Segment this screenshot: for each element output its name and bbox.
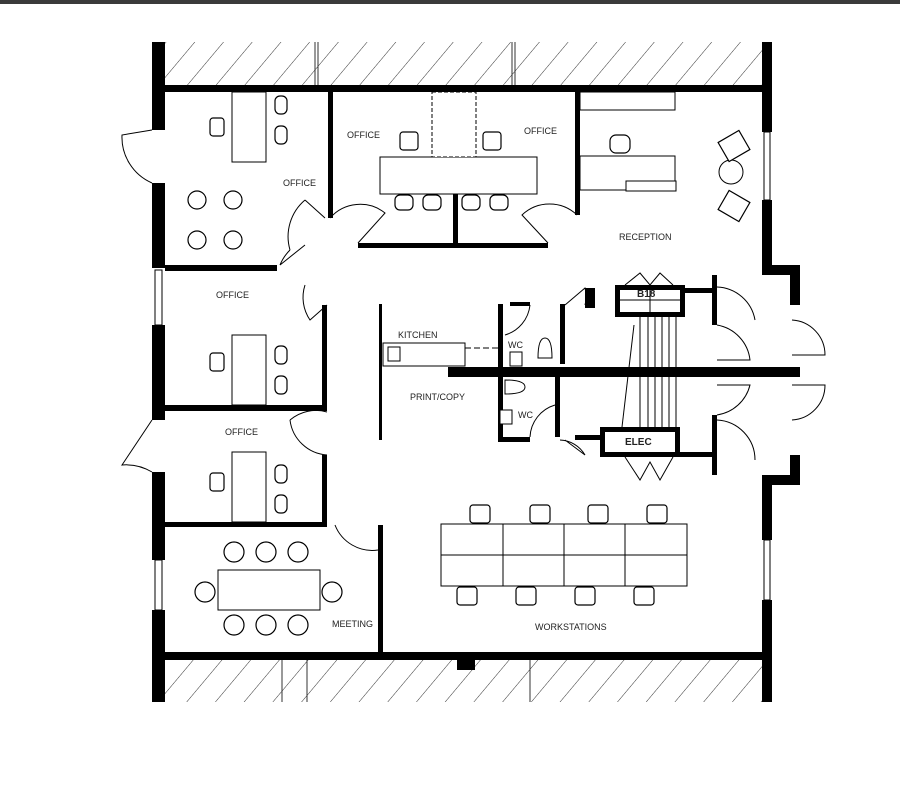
toilet [504, 379, 526, 395]
chair [609, 134, 631, 154]
room-label: OFFICE [524, 126, 557, 136]
room-label: ELEC [625, 437, 652, 448]
desk [231, 334, 267, 406]
furniture [217, 91, 744, 611]
kitchen-counter [382, 342, 466, 367]
windows [154, 131, 771, 611]
desk [379, 156, 538, 195]
wc-sink [499, 409, 513, 425]
room-label: RECEPTION [619, 232, 672, 242]
chair [399, 131, 419, 151]
chair [482, 131, 502, 151]
room-label: MEETING [332, 619, 373, 629]
chair [489, 194, 509, 211]
room-label: WC [508, 340, 523, 350]
side-table [718, 159, 744, 185]
sink [387, 346, 401, 362]
chair [274, 464, 288, 484]
chairs [187, 95, 751, 636]
desk [231, 451, 267, 523]
room-label: OFFICE [225, 427, 258, 437]
chair [394, 194, 414, 211]
doors[interactable] [121, 129, 826, 551]
room-label: WORKSTATIONS [535, 622, 607, 632]
storage [431, 91, 477, 158]
room-label: PRINT/COPY [410, 392, 465, 402]
stairs [620, 290, 680, 428]
chair [209, 117, 225, 137]
room-label: OFFICE [347, 130, 380, 140]
meeting-table [217, 569, 321, 611]
chair [274, 125, 288, 145]
chair [461, 194, 481, 211]
chair [422, 194, 442, 211]
walls [152, 42, 800, 702]
room-label: OFFICE [283, 178, 316, 188]
room-label: WC [518, 410, 533, 420]
hatched-band-top [165, 42, 763, 86]
desk [231, 91, 267, 163]
chair [274, 494, 288, 514]
top-border [0, 0, 900, 4]
chair [209, 472, 225, 492]
toilet [537, 337, 553, 359]
room-label: B18 [637, 289, 656, 300]
room-label: OFFICE [216, 290, 249, 300]
room-label: KITCHEN [398, 330, 438, 340]
chair [274, 345, 288, 365]
armchair [717, 129, 751, 163]
chair [209, 352, 225, 372]
chair [274, 95, 288, 115]
chair [274, 375, 288, 395]
armchair [717, 189, 751, 223]
wc-sink [509, 351, 523, 367]
